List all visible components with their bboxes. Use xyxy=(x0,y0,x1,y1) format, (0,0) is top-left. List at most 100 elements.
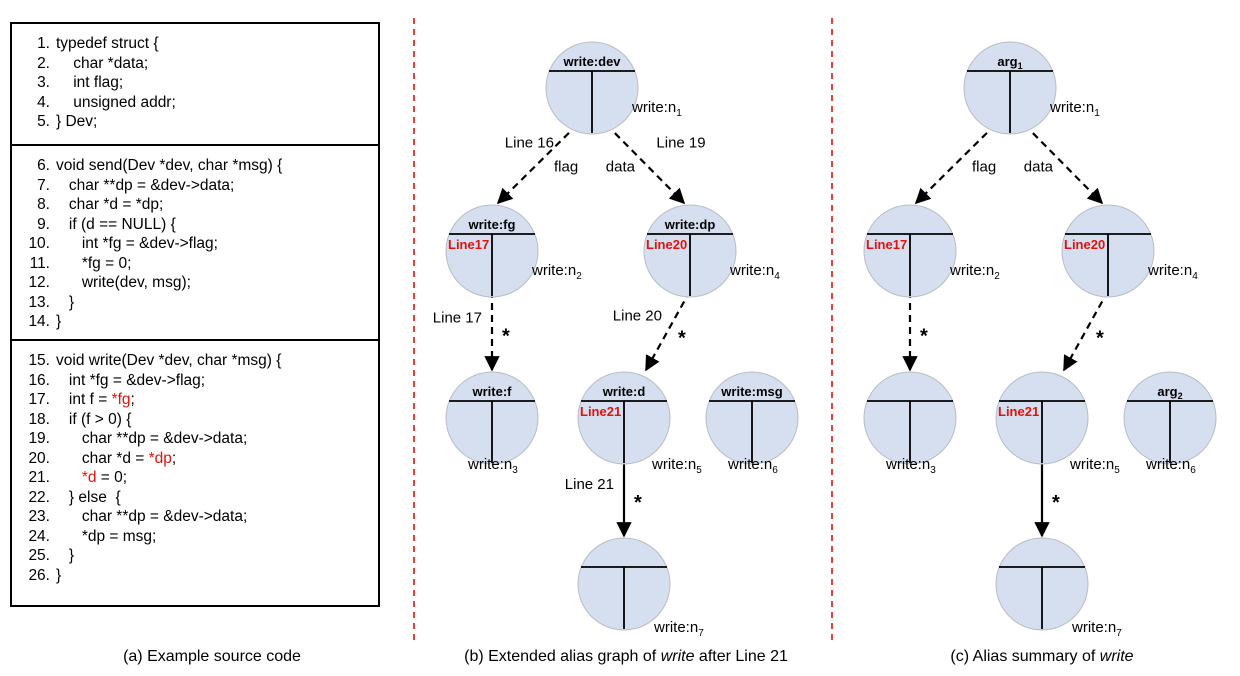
node-name-label: write:n7 xyxy=(653,619,704,639)
node-line-label: Line21 xyxy=(998,404,1039,419)
node-title: write:d xyxy=(602,384,646,399)
code-line: 7. char **dp = &dev->data; xyxy=(37,176,235,195)
line-number: 24. xyxy=(28,527,50,545)
node-name-label: write:n2 xyxy=(531,262,582,282)
code-text: char *d = xyxy=(56,449,149,467)
node-line-label: Line20 xyxy=(1064,237,1105,252)
code-text: int flag; xyxy=(56,74,124,91)
node-n3: write:f write:n3 xyxy=(445,371,539,476)
edge-label: Line 17 xyxy=(433,310,482,327)
node-name-label: write:n6 xyxy=(1145,456,1196,476)
line-number: 9. xyxy=(37,215,50,233)
edge-star: * xyxy=(634,492,642,514)
edge-label: Line 20 xyxy=(613,308,662,325)
code-line: 22. } else { xyxy=(28,488,120,507)
code-line: 13. } xyxy=(28,293,74,312)
line-number: 17. xyxy=(28,391,50,408)
code-text: char **dp = &dev->data; xyxy=(56,430,248,447)
node-line-label: Line20 xyxy=(646,237,687,252)
code-line: 9. if (d == NULL) { xyxy=(37,215,176,234)
edge-n1-n4 xyxy=(1015,115,1104,205)
code-line: 3. int flag; xyxy=(37,73,124,92)
line-number: 20. xyxy=(28,449,50,467)
line-number: 8. xyxy=(37,196,50,213)
code-text: int f = xyxy=(56,391,112,408)
code-box-struct: 1.typedef struct {2. char *data;3. int f… xyxy=(10,22,380,146)
line-number: 12. xyxy=(28,274,50,291)
code-line: 4. unsigned addr; xyxy=(37,93,176,112)
node-title: write:dp xyxy=(664,217,716,232)
node-name-label: write:n4 xyxy=(1147,262,1198,282)
code-text: void send(Dev *dev, char *msg) { xyxy=(56,157,283,174)
node-title: write:fg xyxy=(468,217,516,232)
code-line: 12. write(dev, msg); xyxy=(28,273,191,292)
code-text: char **dp = &dev->data; xyxy=(56,508,248,525)
line-number: 2. xyxy=(37,54,50,72)
node-name-label: write:n1 xyxy=(631,99,682,119)
line-number: 14. xyxy=(28,313,50,330)
code-text: char *d = *dp; xyxy=(56,196,164,213)
line-number: 6. xyxy=(37,157,50,174)
line-number: 4. xyxy=(37,93,50,111)
line-number: 1. xyxy=(37,35,50,52)
caption-b: (b) Extended alias graph of write after … xyxy=(464,648,788,665)
node-name-label: write:n2 xyxy=(949,262,1000,282)
code-text: } xyxy=(56,566,62,584)
node-title: arg1 xyxy=(997,54,1022,71)
caption-a: (a) Example source code xyxy=(123,648,301,665)
node-name-label: write:n3 xyxy=(885,456,936,476)
code-line: 19. char **dp = &dev->data; xyxy=(28,429,248,448)
node-name-label: write:n6 xyxy=(727,456,778,476)
code-line: 5.} Dev; xyxy=(37,112,97,131)
edge-label: Line 21 xyxy=(565,476,614,493)
node-n7: write:n7 xyxy=(995,537,1122,639)
code-line: 26.} xyxy=(28,566,62,585)
code-text: } xyxy=(56,313,62,330)
edge-field-label: flag xyxy=(554,159,578,176)
code-line: 11. *fg = 0; xyxy=(30,254,132,273)
code-line: 14.} xyxy=(28,312,62,331)
edge-n1-n2 xyxy=(496,115,587,205)
edge-star: * xyxy=(678,328,686,350)
code-text: write(dev, msg); xyxy=(56,274,191,291)
code-text: } xyxy=(56,547,75,564)
edge-n4-n5 xyxy=(1063,290,1109,372)
code-text: *fg = 0; xyxy=(56,254,132,272)
edge-n1-n4 xyxy=(597,115,686,205)
code-box-send: 6. void send(Dev *dev, char *msg) { 7. cha… xyxy=(10,144,380,341)
code-text: if (d == NULL) { xyxy=(56,215,176,233)
code-text: void write(Dev *dev, char *msg) { xyxy=(56,352,282,369)
code-text xyxy=(56,469,82,486)
node-title: write:f xyxy=(472,384,513,399)
code-line: 6. void send(Dev *dev, char *msg) { xyxy=(37,156,283,175)
caption-c: (c) Alias summary of write xyxy=(950,648,1134,665)
code-line: 25. } xyxy=(28,546,75,565)
node-title: arg2 xyxy=(1157,384,1182,401)
node-name-label: write:n5 xyxy=(651,456,702,476)
highlighted-code: *dp xyxy=(148,449,172,467)
node-name-label: write:n4 xyxy=(729,262,780,282)
node-name-label: write:n3 xyxy=(467,456,518,476)
line-number: 3. xyxy=(37,74,50,91)
line-number: 15. xyxy=(28,352,50,369)
edge-n1-n2 xyxy=(914,115,1005,205)
node-n2: Line17 write:n2 xyxy=(863,204,1000,298)
node-n4: Line20 write:n4 xyxy=(1061,204,1198,298)
code-line: 2. char *data; xyxy=(37,54,148,73)
code-text: unsigned addr; xyxy=(56,93,176,111)
code-text: char **dp = &dev->data; xyxy=(56,176,235,194)
edge-field-label: data xyxy=(606,159,636,176)
node-line-label: Line17 xyxy=(866,237,907,252)
code-line: 16. int *fg = &dev->flag; xyxy=(28,371,206,390)
code-line: 21. *d = 0; xyxy=(28,468,127,487)
code-text: int *fg = &dev->flag; xyxy=(56,371,206,389)
code-line: 23. char **dp = &dev->data; xyxy=(28,507,248,526)
line-number: 7. xyxy=(37,176,50,194)
node-name-label: write:n5 xyxy=(1069,456,1120,476)
